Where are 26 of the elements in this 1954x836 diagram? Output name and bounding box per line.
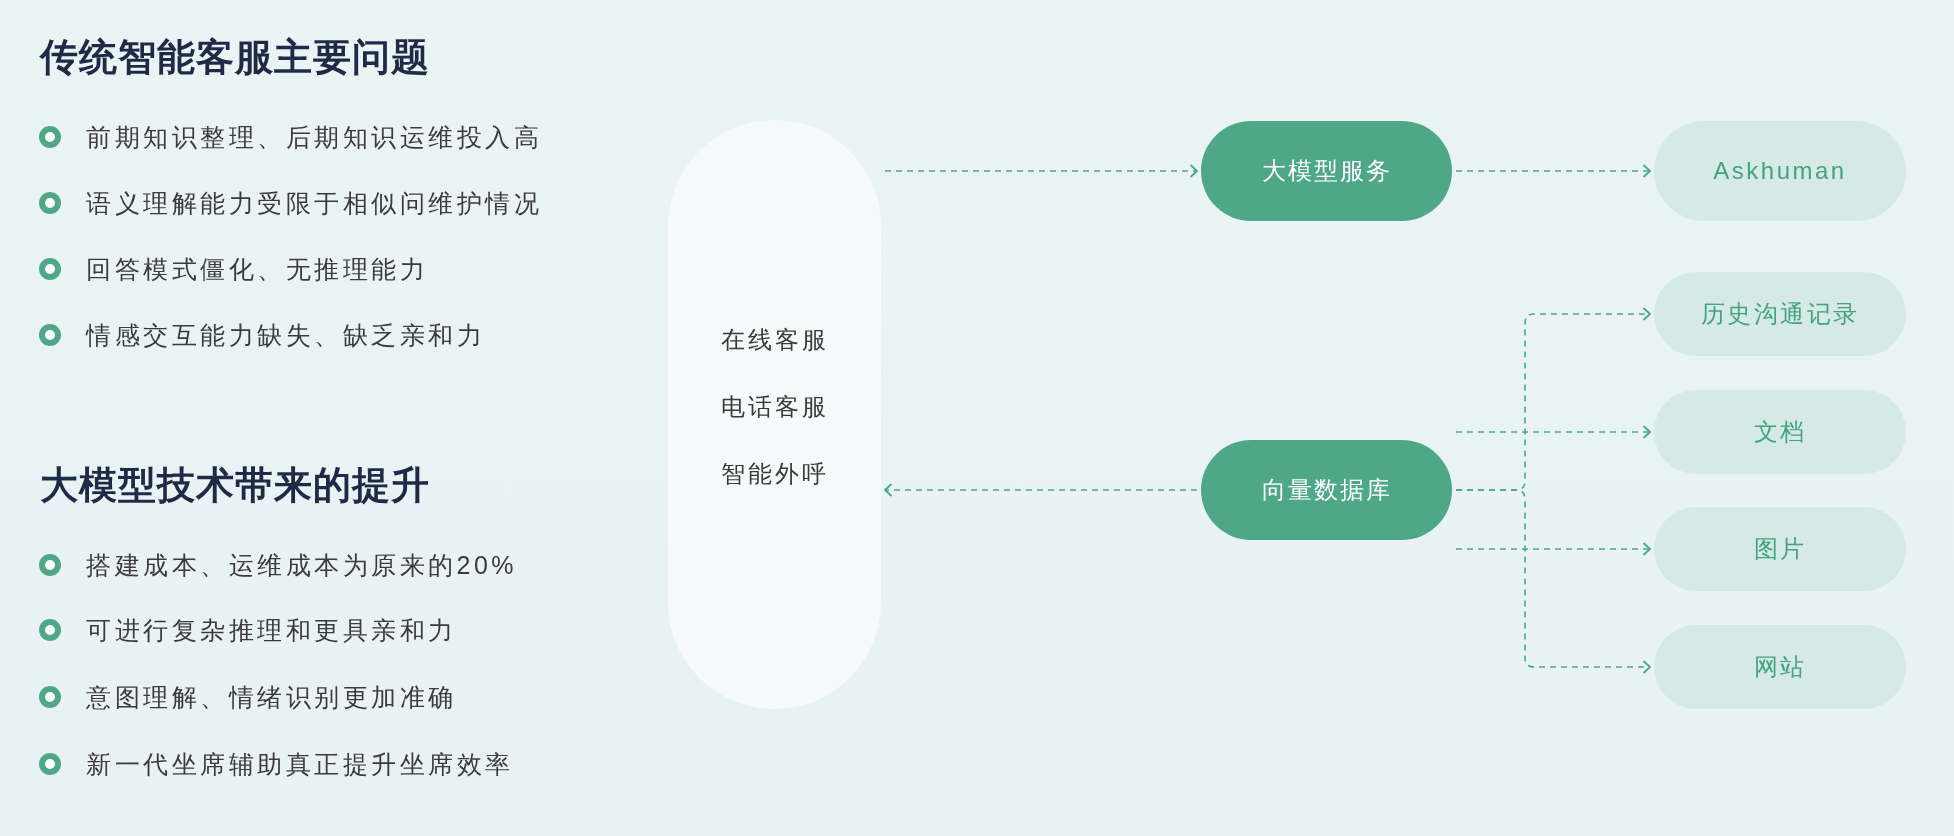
- pill-label: 文档: [1753, 417, 1807, 447]
- pill-label: 在线客服: [720, 324, 829, 355]
- pill-label: 网站: [1753, 652, 1807, 682]
- bullet-text: 前期知识整理、后期知识运维投入高: [86, 122, 542, 153]
- dashed-arrow: [1455, 164, 1651, 178]
- section-heading: 大模型技术带来的提升: [40, 463, 430, 508]
- pill-label: 向量数据库: [1261, 475, 1392, 505]
- bullet-text: 语义理解能力受限于相似问维护情况: [86, 188, 542, 219]
- bullet-text: 情感交互能力缺失、缺乏亲和力: [86, 320, 485, 351]
- dashed-arrow: [1455, 542, 1651, 556]
- bullet-text: 意图理解、情绪识别更加准确: [86, 682, 457, 713]
- dashed-arrow: [1455, 489, 1651, 674]
- pill-label: 图片: [1753, 534, 1807, 564]
- pill-label: 历史沟通记录: [1700, 299, 1860, 329]
- bullet-text: 可进行复杂推理和更具亲和力: [86, 615, 457, 646]
- bullet-text: 回答模式僵化、无推理能力: [86, 254, 428, 285]
- pill-label: 大模型服务: [1261, 156, 1392, 186]
- pill-label: Askhuman: [1713, 156, 1847, 186]
- dashed-arrow: [884, 483, 1198, 497]
- pill-label: 电话客服: [720, 391, 829, 422]
- section-heading: 传统智能客服主要问题: [40, 35, 430, 80]
- bullet-text: 搭建成本、运维成本为原来的20%: [86, 550, 518, 581]
- dashed-arrow: [884, 164, 1198, 178]
- bullet-text: 新一代坐席辅助真正提升坐席效率: [86, 749, 514, 780]
- pill-label: 智能外呼: [720, 458, 829, 489]
- dashed-arrow: [1455, 425, 1651, 439]
